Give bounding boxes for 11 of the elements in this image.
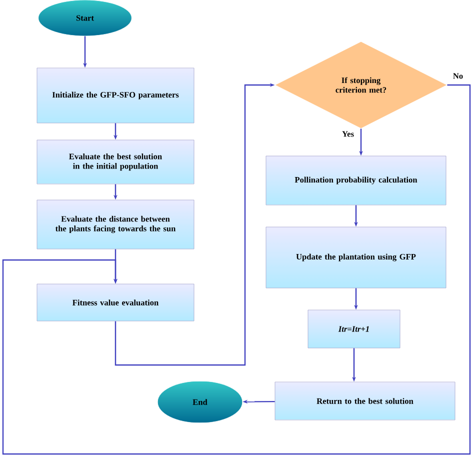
process-box: Evaluate the distance between the plants facing towards the sun [36, 200, 194, 250]
process-box: Evaluate the best solution in the initial population [36, 140, 194, 184]
process-box: Return to the best solution [274, 382, 456, 420]
edge-label: Yes [341, 130, 355, 138]
process-box: Initialize the GFP-SFO parameters [36, 68, 194, 124]
edge-label: No [452, 72, 464, 80]
process-box: Itr=Itr+1 [308, 310, 400, 348]
process-box: Update the plantation using GFP [266, 226, 446, 288]
process-box: Fitness value evaluation [36, 284, 194, 322]
process-box: Pollination probability calculation [266, 156, 446, 206]
arrow [2, 84, 471, 455]
